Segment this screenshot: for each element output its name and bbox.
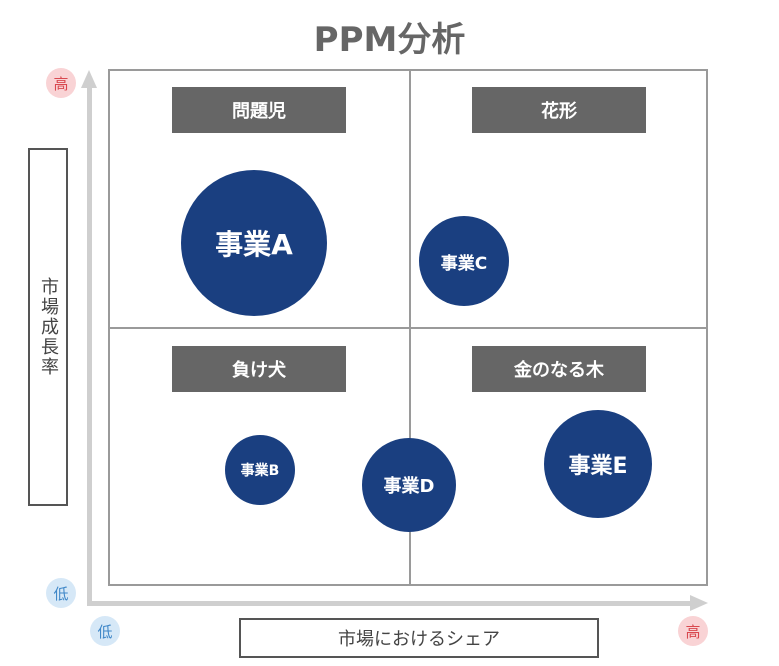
y-axis-arrow-head — [81, 70, 97, 88]
quadrant-label-dog: 負け犬 — [172, 346, 346, 392]
y-axis-label: 市場成長率 — [38, 277, 59, 377]
x-axis-low-badge: 低 — [90, 616, 120, 646]
x-axis-label-box: 市場におけるシェア — [239, 618, 599, 658]
quadrant-label-cash-cow: 金のなる木 — [472, 346, 646, 392]
quadrant-label-star: 花形 — [472, 87, 646, 133]
x-axis-high-badge: 高 — [678, 616, 708, 646]
bubble-business-c: 事業C — [419, 216, 509, 306]
bubble-business-a: 事業A — [181, 170, 327, 316]
quadrant-label-question-mark: 問題児 — [172, 87, 346, 133]
y-axis-high-badge: 高 — [46, 68, 76, 98]
bubble-business-d: 事業D — [362, 438, 456, 532]
bubble-business-b: 事業B — [225, 435, 295, 505]
y-axis-label-box: 市場成長率 — [28, 148, 68, 506]
x-axis-arrow-shaft — [87, 601, 695, 606]
matrix-horizontal-divider — [108, 327, 708, 329]
bubble-business-e: 事業E — [544, 410, 652, 518]
x-axis-arrow-head — [690, 595, 708, 611]
page-title: PPM分析 — [313, 20, 466, 60]
y-axis-arrow-shaft — [87, 86, 92, 606]
y-axis-low-badge: 低 — [46, 578, 76, 608]
